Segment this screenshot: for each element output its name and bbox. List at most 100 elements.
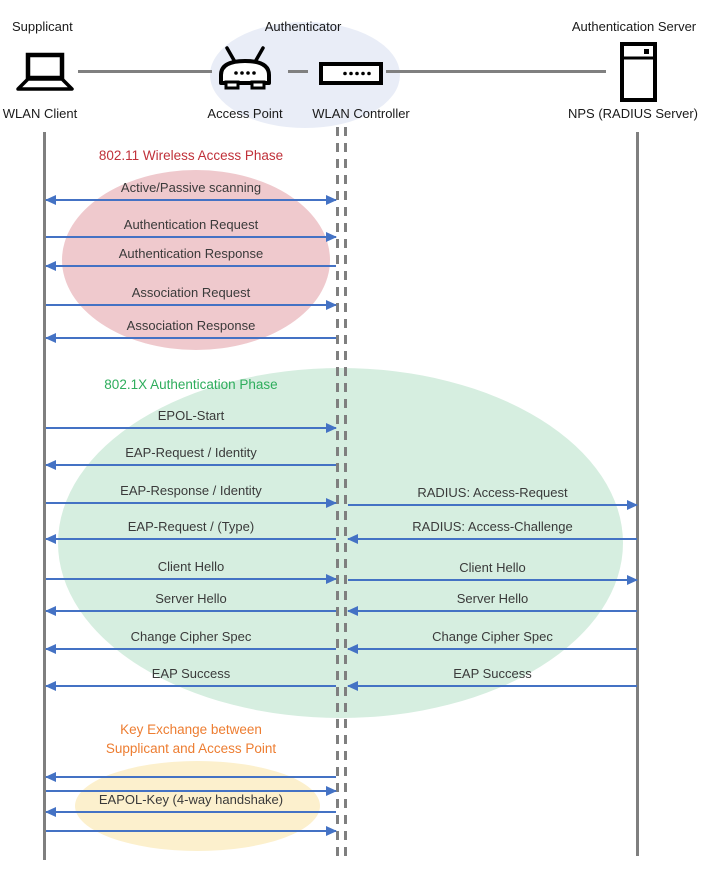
role-authenticator: Authenticator xyxy=(264,19,342,34)
arrow-line xyxy=(46,199,336,201)
arrow-line xyxy=(348,610,637,612)
arrow-line xyxy=(46,236,336,238)
msg-eap-success-right: EAP Success xyxy=(347,663,637,691)
arrow-line xyxy=(348,504,637,506)
message-label: Association Response xyxy=(126,318,256,333)
msg-client-hello-right: Client Hello xyxy=(348,557,638,585)
arrow-line xyxy=(348,685,637,687)
msg-authentication-response-left: Authentication Response xyxy=(45,243,336,271)
access-point-icon xyxy=(219,46,271,90)
server-icon xyxy=(620,42,657,102)
arrow-line xyxy=(46,830,336,832)
arrow-line xyxy=(46,464,336,466)
supplicant-lifeline xyxy=(43,132,46,860)
msg-server-hello-right: Server Hello xyxy=(347,588,637,616)
arrow-line xyxy=(46,578,336,580)
message-label: Active/Passive scanning xyxy=(120,180,262,195)
phase3-title: Key Exchange between Supplicant and Acce… xyxy=(105,722,277,756)
msg-active-passive-scanning-left: Active/Passive scanning xyxy=(45,177,337,205)
message-label: EAP-Request / Identity xyxy=(125,445,257,460)
arrowhead-left-icon xyxy=(45,681,56,691)
wlan-controller-icon xyxy=(319,62,383,85)
arrowhead-right-icon xyxy=(326,498,337,508)
arrow-line xyxy=(46,337,336,339)
msg-association-request-left: Association Request xyxy=(46,282,337,310)
arrowhead-left-icon xyxy=(45,460,56,470)
arrow-line xyxy=(46,648,336,650)
arrow-line xyxy=(46,790,336,792)
msg-epol-start-left: EPOL-Start xyxy=(46,405,337,433)
arrowhead-right-icon xyxy=(326,300,337,310)
arrowhead-left-icon xyxy=(45,195,56,205)
arrowhead-right-icon xyxy=(627,500,638,510)
arrow-line xyxy=(46,811,336,813)
arrow-line xyxy=(348,648,637,650)
message-label: EAP Success xyxy=(453,666,532,681)
message-label: RADIUS: Access-Challenge xyxy=(412,519,573,534)
message-label: RADIUS: Access-Request xyxy=(417,485,568,500)
arrowhead-right-icon xyxy=(326,195,337,205)
arrowhead-left-icon xyxy=(45,534,56,544)
msg-association-response-left: Association Response xyxy=(45,315,336,343)
msg-eap-response-identity-left: EAP-Response / Identity xyxy=(46,480,337,508)
arrow-line xyxy=(348,579,637,581)
message-label: Server Hello xyxy=(155,591,227,606)
message-label: Authentication Response xyxy=(118,246,264,261)
msg-arrow-left-777 xyxy=(45,754,336,782)
msg-arrow-left-791 xyxy=(46,768,337,796)
message-label: Server Hello xyxy=(456,591,529,606)
arrow-line xyxy=(46,538,336,540)
msg-client-hello-left: Client Hello xyxy=(46,556,337,584)
authenticator-lifeline-dashed-2 xyxy=(344,127,347,858)
message-label: EAP Success xyxy=(151,666,231,681)
label-access-point: Access Point xyxy=(207,106,283,121)
arrowhead-right-icon xyxy=(326,786,337,796)
arrowhead-left-icon xyxy=(347,534,358,544)
label-nps-radius-server: NPS (RADIUS Server) xyxy=(567,106,699,121)
arrowhead-left-icon xyxy=(45,772,56,782)
message-label: EPOL-Start xyxy=(157,408,225,423)
msg-change-cipher-spec-right: Change Cipher Spec xyxy=(347,626,637,654)
arrowhead-right-icon xyxy=(326,232,337,242)
msg-eapol-key-4-way-handshake-left: EAPOL-Key (4-way handshake) xyxy=(45,789,336,817)
label-wlan-client: WLAN Client xyxy=(2,106,78,121)
arrowhead-right-icon xyxy=(627,575,638,585)
msg-server-hello-left: Server Hello xyxy=(45,588,336,616)
message-label: Change Cipher Spec xyxy=(432,629,553,644)
arrowhead-left-icon xyxy=(347,606,358,616)
message-label: EAP-Request / (Type) xyxy=(127,519,255,534)
message-label: Client Hello xyxy=(157,559,225,574)
connector-ap-controller xyxy=(288,70,308,73)
arrowhead-left-icon xyxy=(45,644,56,654)
phase2-title: 802.1X Authentication Phase xyxy=(104,377,278,392)
msg-radius-access-request-right: RADIUS: Access-Request xyxy=(348,482,638,510)
arrowhead-left-icon xyxy=(347,681,358,691)
arrowhead-right-icon xyxy=(326,826,337,836)
laptop-icon xyxy=(16,52,74,91)
role-authentication-server: Authentication Server xyxy=(571,19,697,34)
arrow-line xyxy=(46,685,336,687)
msg-eap-request-type-left: EAP-Request / (Type) xyxy=(45,516,336,544)
arrow-line xyxy=(46,502,336,504)
message-label: Client Hello xyxy=(459,560,526,575)
server-lifeline xyxy=(636,132,639,856)
arrow-line xyxy=(46,427,336,429)
connector-client-ap xyxy=(78,70,212,73)
phase1-title: 802.11 Wireless Access Phase xyxy=(98,148,284,163)
arrowhead-left-icon xyxy=(45,807,56,817)
msg-radius-access-challenge-right: RADIUS: Access-Challenge xyxy=(347,516,637,544)
phase2-ellipse xyxy=(58,368,623,718)
message-label: EAP-Response / Identity xyxy=(120,483,262,498)
msg-arrow-left-831 xyxy=(46,808,337,836)
arrowhead-left-icon xyxy=(45,261,56,271)
role-supplicant: Supplicant xyxy=(12,19,73,34)
msg-eap-request-identity-left: EAP-Request / Identity xyxy=(45,442,336,470)
arrow-line xyxy=(46,265,336,267)
message-label: EAPOL-Key (4-way handshake) xyxy=(98,792,284,807)
arrowhead-left-icon xyxy=(347,644,358,654)
msg-eap-success-left: EAP Success xyxy=(45,663,336,691)
arrowhead-right-icon xyxy=(326,574,337,584)
message-label: Authentication Request xyxy=(123,217,259,232)
connector-controller-server xyxy=(386,70,606,73)
